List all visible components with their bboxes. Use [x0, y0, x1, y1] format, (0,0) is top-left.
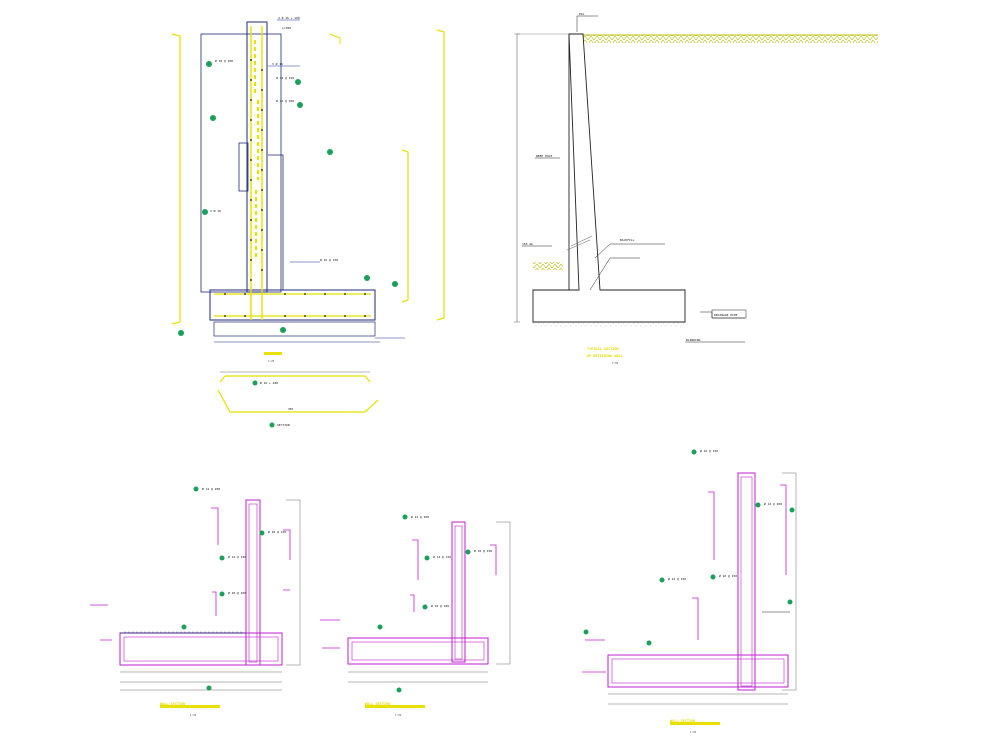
section-a-callouts: 4 Ø 16 + 100 L=300 Ø 10 @ 200 3 Ø 16 Ø 1…	[178, 15, 405, 339]
detail-2-stem	[451, 521, 466, 663]
detail-2-callout: Ø 12 @ 150	[433, 554, 451, 559]
callout-text: Ø 10 @ 200	[215, 58, 233, 63]
detail-1-callout: Ø 10 @ 200	[228, 590, 246, 595]
detail-3-view: Ø 16 @ 150 Ø 12 @ 200 Ø 10 @ 150 Ø 12 @ …	[582, 448, 797, 734]
detail-2-base	[347, 637, 489, 665]
detail-3-callout: Ø 16 @ 150	[700, 448, 718, 453]
detail-3-base	[607, 654, 789, 688]
section-b-wall	[532, 33, 686, 323]
section-a-bar-detail: Ø 16 + 400 300 SECTION	[217, 371, 379, 428]
detail-2-callout: Ø 10 @ 200	[431, 603, 449, 608]
section-a-view: 4 Ø 16 + 100 L=300 Ø 10 @ 200 3 Ø 16 Ø 1…	[171, 15, 445, 428]
callout-text: L=300	[282, 26, 291, 30]
callout-text: Ø 16 @ 150	[320, 257, 338, 262]
section-b-view: EGL WEEP HOLE 150 mm BACKFILL DRAINAGE P…	[514, 12, 878, 365]
detail-2-scale: 1:25	[395, 713, 402, 717]
bar-length-text: 300	[288, 407, 293, 411]
section-a-key	[238, 142, 249, 192]
detail-1-base	[119, 632, 283, 666]
section-b-subtitle: OF RETAINING WALL	[587, 354, 623, 358]
section-a-title: SECTION	[277, 423, 290, 427]
section-b-ground	[583, 35, 878, 43]
section-b-label: DRAINAGE PIPE	[714, 313, 738, 317]
section-b-scale: 1:50	[612, 361, 619, 365]
section-b-title: TYPICAL SECTION	[587, 347, 619, 351]
detail-2-callout: Ø 10 @ 150	[474, 548, 492, 553]
detail-2-callout: Ø 12 @ 200	[411, 514, 429, 519]
callout-text: Ø 12 @ 150	[276, 75, 294, 80]
callout-text: 3 Ø 16	[272, 61, 283, 66]
detail-1-title: WALL SECTION	[160, 702, 185, 706]
section-a-outer-frame	[200, 33, 282, 293]
detail-1-callout: Ø 10 @ 150	[268, 529, 286, 534]
callout-text: Ø 12 @ 200	[276, 98, 294, 103]
section-a-base	[209, 289, 376, 321]
detail-1-callout: Ø 12 @ 200	[202, 486, 220, 491]
section-a-rebar-stem	[250, 26, 263, 320]
detail-3-callout: Ø 12 @ 150	[668, 576, 686, 581]
detail-3-title: WALL SECTION	[670, 719, 695, 723]
detail-2-view: Ø 12 @ 200 Ø 10 @ 150 Ø 12 @ 150 Ø 10 @ …	[320, 514, 511, 717]
section-b-label: 150 mm	[522, 242, 533, 246]
detail-2-title: WALL SECTION	[365, 702, 390, 706]
detail-1-scale: 1:25	[190, 713, 197, 717]
callout-text: 4 Ø 16 + 100	[278, 15, 300, 20]
section-b-label: BLINDING	[686, 338, 701, 342]
section-b-label: EGL	[579, 12, 585, 16]
section-b-label: BACKFILL	[620, 238, 635, 242]
bar-mark-text: Ø 16 + 400	[260, 380, 278, 385]
detail-3-callout: Ø 12 @ 200	[764, 501, 782, 506]
detail-3-callout: Ø 10 @ 150	[719, 573, 737, 578]
section-a-scale: 1:25	[268, 359, 275, 363]
section-a-rebar-base	[214, 293, 371, 317]
detail-1-stem	[245, 499, 261, 666]
section-b-label: WEEP HOLE	[536, 154, 552, 158]
detail-1-callout: Ø 12 @ 150	[228, 554, 246, 559]
detail-1-view: Ø 12 @ 200 Ø 10 @ 150 Ø 12 @ 150 Ø 10 @ …	[90, 486, 301, 717]
detail-3-scale: 1:25	[690, 730, 697, 734]
callout-text: 2 Ø 16	[210, 208, 221, 213]
detail-3-stem	[737, 472, 756, 691]
